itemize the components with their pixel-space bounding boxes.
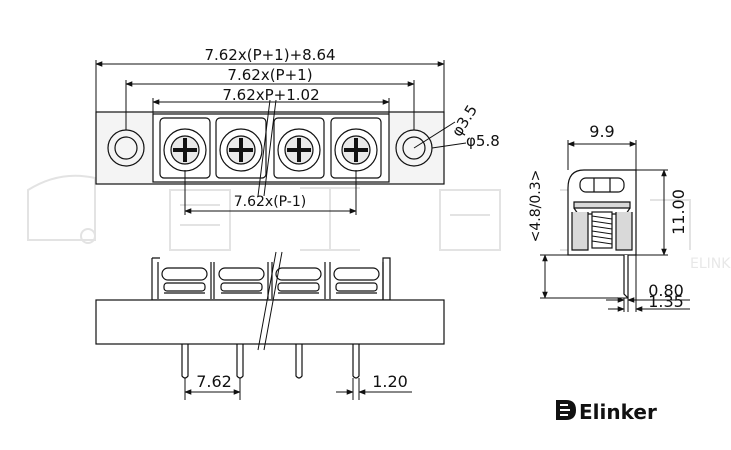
front-view-dimensions (184, 378, 412, 400)
brand-mark-icon (556, 400, 576, 420)
front-break-line (257, 251, 283, 351)
top-view (95, 99, 445, 197)
top-view-dimensions (95, 60, 467, 215)
side-screw-head (579, 177, 625, 193)
brand-name: Elinker (579, 400, 657, 424)
side-view-dimensions (540, 140, 690, 312)
front-terminal-1 (157, 262, 212, 299)
front-terminal-2 (213, 262, 269, 299)
front-terminal-3 (271, 262, 326, 299)
side-pin-tail (623, 255, 629, 300)
front-terminal-4 (329, 262, 384, 299)
label-height: 11.00 (669, 189, 688, 235)
brand-logo: Elinker (556, 400, 657, 424)
side-screw-shaft (591, 211, 613, 249)
label-overall: 7.62x(P+1)+8.64 (204, 46, 335, 64)
front-view (95, 251, 445, 379)
label-boss-dia: φ5.8 (466, 132, 500, 150)
front-base (95, 299, 445, 345)
label-inner-pitch: 7.62x(P-1) (234, 194, 306, 210)
watermark-text: ELINKER (690, 256, 731, 272)
terminal-cell-2 (215, 117, 267, 179)
label-pin-width: 1.20 (372, 372, 408, 391)
side-view (567, 169, 637, 300)
label-pin-tail: <4.8/0.3> (528, 170, 544, 243)
leader-boss (431, 142, 467, 149)
terminal-cell-4 (330, 117, 382, 179)
leader-hole (413, 121, 456, 149)
label-hole-pitch: 7.62x(P+1) (227, 66, 312, 84)
label-pin-pitch: 7.62 (196, 372, 232, 391)
label-pin-thickness: 0.80 (648, 281, 684, 300)
label-depth: 9.9 (589, 122, 614, 141)
terminal-cell-3 (273, 117, 325, 179)
label-offset: 1.35 (648, 292, 684, 311)
label-block: 7.62xP+1.02 (222, 86, 319, 104)
top-break-line (257, 99, 277, 197)
